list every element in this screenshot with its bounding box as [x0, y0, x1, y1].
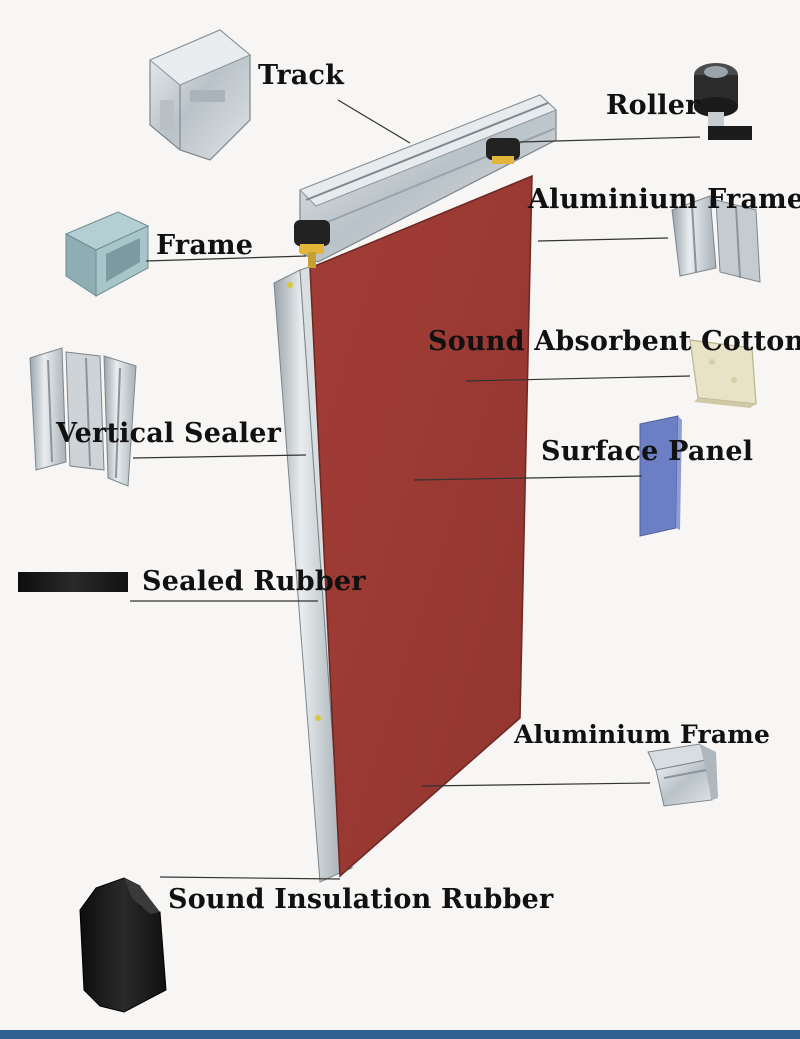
track-roller: [486, 138, 520, 164]
label-aluminium-frame-bottom: Aluminium Frame: [514, 720, 771, 749]
leader-line-aluminium-frame-bottom: [421, 782, 651, 787]
label-surface-panel: Surface Panel: [541, 436, 754, 467]
footer-bar: [0, 1030, 800, 1039]
panel-marker: [315, 715, 321, 721]
aluminium-frame-bottom-icon: [647, 743, 718, 807]
label-vertical-sealer: Vertical Sealer: [56, 418, 282, 449]
label-sound-insulation-rubber: Sound Insulation Rubber: [168, 884, 554, 915]
cotton-icon: [689, 339, 757, 408]
track-roller: [294, 220, 330, 268]
leader-line-cotton: [465, 375, 691, 382]
sound-insulation-rubber-icon: [79, 877, 167, 1013]
leader-line-surface-panel: [413, 475, 643, 481]
aluminium-frame-icon: [671, 195, 761, 283]
vertical-sealer-icon: [29, 347, 137, 487]
roller-icon: [694, 63, 752, 140]
track-assembly: [294, 94, 557, 268]
leader-line-roller: [519, 136, 701, 143]
partition-panel: [273, 174, 533, 883]
label-aluminium-frame-top: Aluminium Frame: [528, 184, 800, 215]
leader-line-aluminium-frame-top: [537, 237, 669, 242]
label-sealed-rubber: Sealed Rubber: [142, 566, 366, 597]
track-groove: [305, 102, 549, 201]
frame-icon: [64, 211, 150, 297]
leader-line-vertical-sealer: [132, 454, 307, 459]
leader-line-sound-insulation-rubber: [159, 876, 341, 880]
leader-line-frame: [145, 255, 307, 262]
label-sound-absorbent-cotton: Sound Absorbent Cotton: [428, 326, 800, 357]
panel-face: [309, 174, 533, 878]
leader-lines: [130, 99, 701, 880]
panel-marker: [287, 282, 293, 288]
surface-panel-icon: [639, 415, 682, 537]
track-profile-icon: [149, 29, 251, 161]
sealed-rubber-icon: [18, 572, 128, 592]
label-roller: Roller: [606, 90, 700, 121]
label-track: Track: [258, 60, 344, 91]
leader-line-track: [337, 99, 411, 144]
label-frame: Frame: [156, 230, 254, 261]
